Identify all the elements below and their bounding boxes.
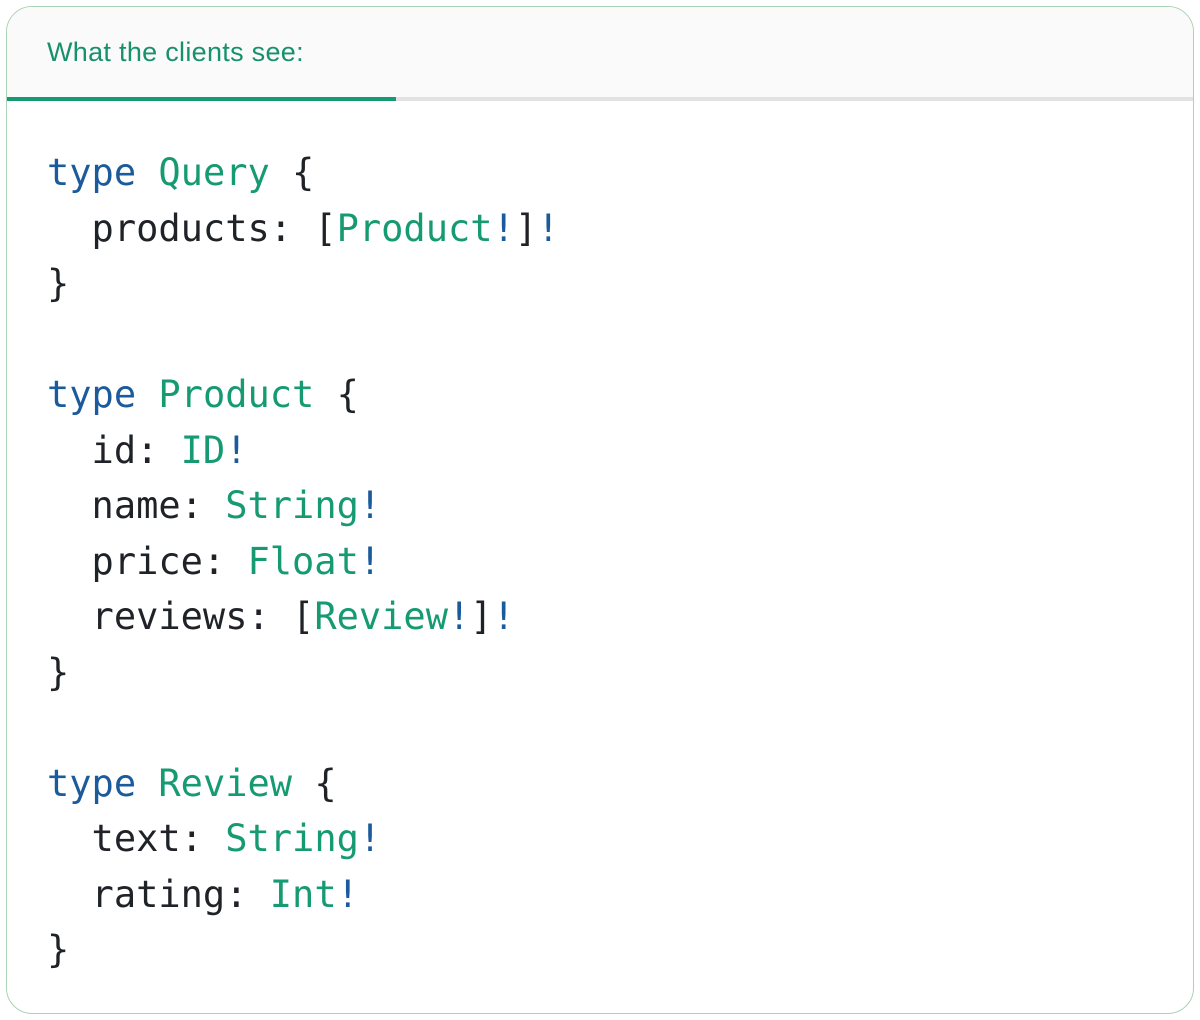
code-token: Query	[158, 151, 270, 194]
code-token: !	[225, 428, 248, 472]
code-token	[136, 373, 158, 416]
code-line: name: String!	[47, 478, 1153, 534]
code-token: }	[47, 650, 70, 694]
code-token: {	[269, 151, 315, 194]
code-token: ]	[470, 595, 493, 638]
code-line: }	[47, 645, 1153, 701]
code-token: name:	[47, 484, 226, 527]
code-token: String	[225, 484, 359, 527]
code-token: !	[358, 539, 382, 583]
code-token: String	[225, 817, 359, 860]
code-token: text:	[47, 817, 226, 860]
code-line: type Query {	[47, 145, 1153, 201]
code-token: type	[47, 151, 137, 194]
code-token: !	[492, 206, 515, 250]
code-line	[47, 312, 1153, 368]
code-line: }	[47, 256, 1153, 312]
code-token: }	[47, 928, 70, 971]
code-token: reviews: [	[47, 595, 315, 638]
code-token: rating:	[47, 872, 270, 916]
code-token: {	[292, 761, 337, 805]
code-token: ]	[514, 206, 538, 250]
code-token: products: [	[47, 206, 337, 250]
code-line: price: Float!	[47, 534, 1153, 590]
tab-what-clients-see[interactable]: What the clients see:	[47, 36, 304, 67]
code-line: text: String!	[47, 811, 1153, 867]
code-token: !	[336, 872, 359, 916]
card-header: What the clients see:	[7, 7, 1193, 101]
code-line: type Review {	[47, 756, 1153, 812]
code-token: !	[358, 817, 382, 860]
code-token: !	[447, 595, 471, 638]
code-token: Review	[314, 595, 448, 638]
code-line	[47, 700, 1153, 756]
code-line: }	[47, 922, 1153, 978]
code-line: reviews: [Review!]!	[47, 589, 1153, 645]
code-token	[136, 151, 158, 194]
code-token: Int	[269, 872, 337, 916]
active-tab-indicator	[7, 97, 396, 101]
code-token: !	[492, 595, 515, 638]
code-line: rating: Int!	[47, 867, 1153, 923]
code-token: Review	[158, 761, 293, 805]
code-block: type Query { products: [Product!]!} type…	[7, 101, 1193, 1013]
code-line: id: ID!	[47, 423, 1153, 479]
code-token: Product	[158, 373, 315, 416]
code-token: type	[47, 761, 137, 805]
code-token: !	[358, 484, 382, 527]
code-line: type Product {	[47, 367, 1153, 423]
code-line: products: [Product!]!	[47, 201, 1153, 257]
code-token: }	[47, 262, 70, 305]
code-token: {	[314, 373, 359, 416]
code-token: Product	[336, 206, 493, 250]
code-token: id:	[47, 428, 181, 472]
code-token: type	[47, 373, 137, 416]
code-token: !	[537, 206, 560, 250]
code-token	[136, 762, 158, 805]
code-token: Float	[247, 539, 359, 583]
code-token: price:	[47, 539, 248, 583]
code-token: ID	[180, 428, 226, 472]
schema-card: What the clients see: type Query { produ…	[6, 6, 1194, 1014]
